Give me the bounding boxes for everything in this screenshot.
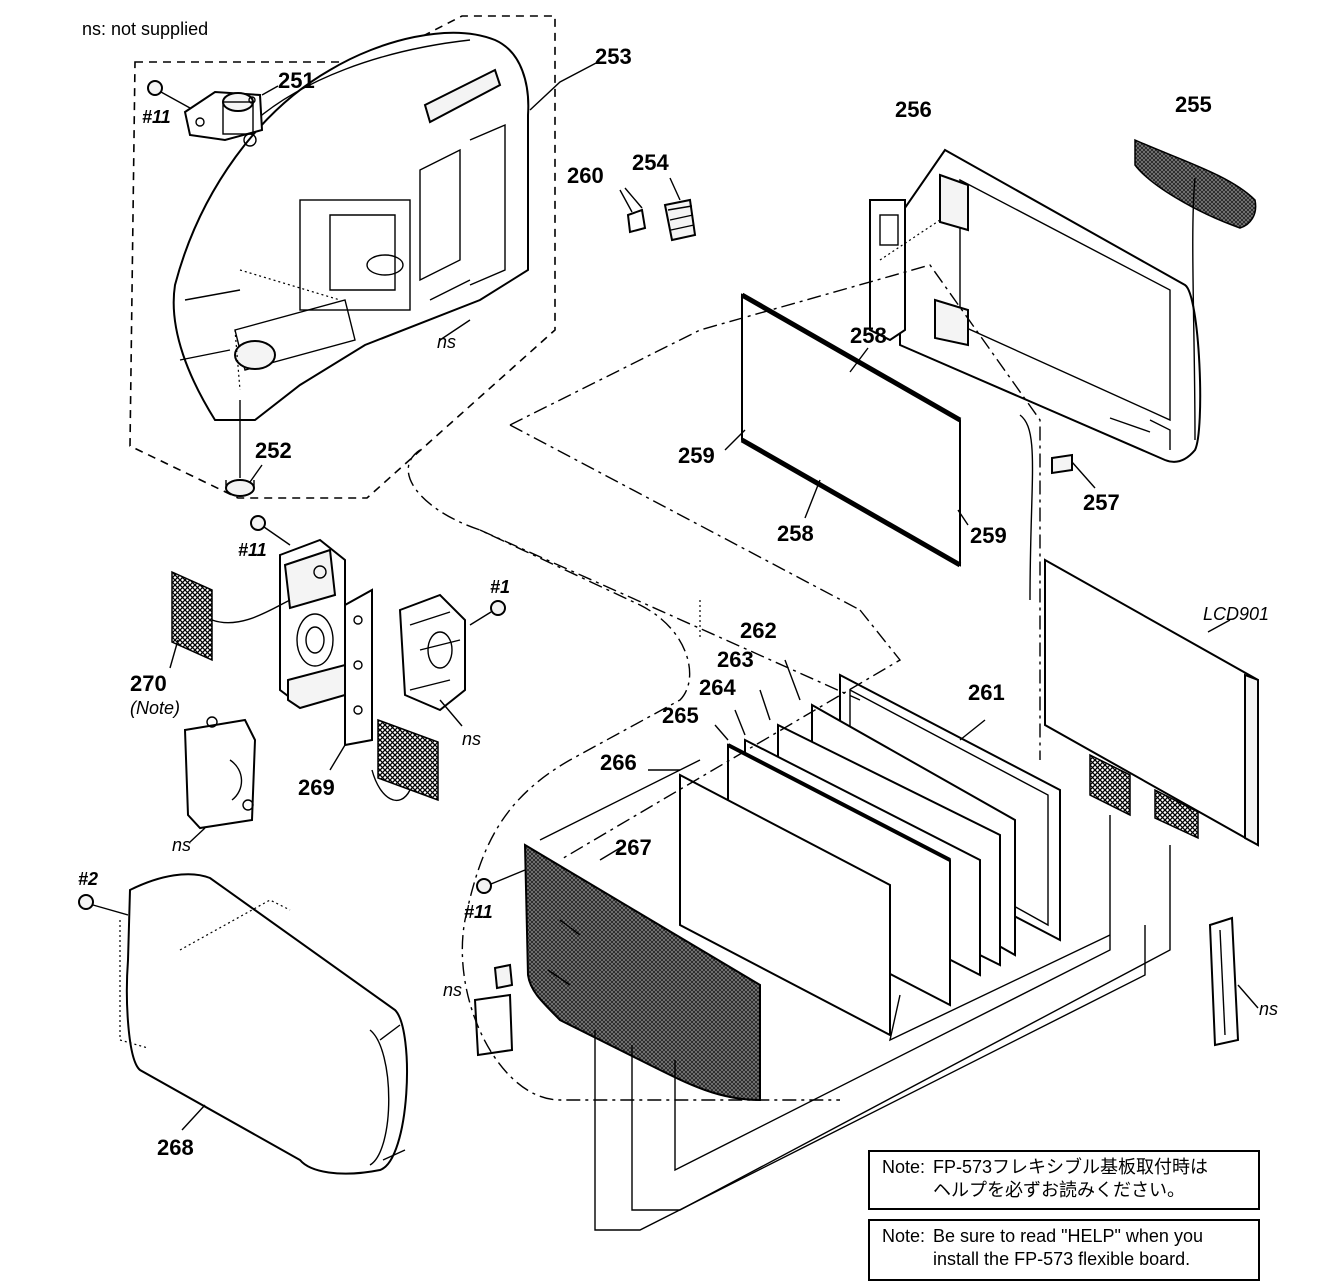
label-262: 262 [740,618,777,643]
note-jp-text: FP-573フレキシブル基板取付時は ヘルプを必ずお読みください。 [933,1157,1209,1200]
label-254: 254 [632,150,669,175]
label-268: 268 [157,1135,194,1160]
screw-11-top [147,80,191,109]
label-264: 264 [699,675,736,700]
part-253-cabinet [172,31,530,421]
label-270: 270 [130,671,167,696]
part-flex-ns-mesh [371,718,439,802]
part-256-frame [899,148,1202,463]
ns-label-cover: ns [172,835,191,855]
label-269: 269 [298,775,335,800]
part-258-259-panel [724,292,969,568]
part-268-cover [125,873,408,1175]
leader-251 [261,85,279,96]
part-clip-256 [869,199,906,342]
ns-label-small: ns [443,980,462,1000]
label-259-right: 259 [970,523,1007,548]
note-en-key: Note: [882,1226,926,1246]
label-251: 251 [278,68,315,93]
label-261: 261 [968,680,1005,705]
ns-label-cabinet: ns [437,332,456,352]
label-252: 252 [255,438,292,463]
part-255-mesh [1134,138,1257,441]
screw-label-11-board: #11 [464,902,493,922]
note-jp-key: Note: [882,1157,926,1177]
guide-268 [119,899,291,1049]
ns-label-rail: ns [1259,999,1278,1019]
label-255: 255 [1175,92,1212,117]
assembly-guides [407,219,1171,1231]
screw-1 [469,600,506,626]
leader-253 [529,61,599,111]
part-257-flex [1051,453,1096,489]
label-267: 267 [615,835,652,860]
label-lcd901: LCD901 [1203,604,1269,624]
label-266: 266 [600,750,637,775]
label-260: 260 [567,163,604,188]
label-257: 257 [1083,490,1120,515]
screw-11-board [476,869,526,894]
label-259-left: 259 [678,443,715,468]
label-263: 263 [717,647,754,672]
label-258-bottom: 258 [777,521,814,546]
label-253: 253 [595,44,632,69]
label-265: 265 [662,703,699,728]
part-254-clip [663,177,697,242]
screw-label-1: #1 [490,577,510,597]
screw-label-11-top: #11 [142,107,171,127]
leader-ns-bracket [439,699,463,727]
part-252-cap [225,400,263,497]
note-box-japanese: Note: FP-573フレキシブル基板取付時は ヘルプを必ずお読みください。 [868,1150,1260,1210]
ns-label-bracket: ns [462,729,481,749]
label-258-top: 258 [850,323,887,348]
part-cover-ns [183,716,257,843]
part-bracket-ns [398,593,466,712]
part-lcd901 [1044,558,1259,847]
part-260-cushion [619,187,647,234]
note-en-text: Be sure to read "HELP" when you install … [933,1226,1203,1269]
screw-2 [78,894,129,916]
part-small-ns [473,963,514,1057]
part-251-bracket [183,90,264,142]
part-269-hinge [279,538,373,771]
label-note-ref: (Note) [130,698,180,718]
screw-label-2: #2 [78,869,98,889]
part-270-flex [169,570,291,669]
legend-ns-not-supplied: ns: not supplied [82,19,208,39]
screw-11-hinge [250,515,291,546]
screw-label-11-hinge: #11 [238,540,267,560]
part-rail-ns [1208,916,1259,1047]
note-box-english: Note: Be sure to read "HELP" when you in… [868,1219,1260,1281]
part-267-board [523,843,761,1102]
label-256: 256 [895,97,932,122]
part-266-sheet [648,769,891,1037]
